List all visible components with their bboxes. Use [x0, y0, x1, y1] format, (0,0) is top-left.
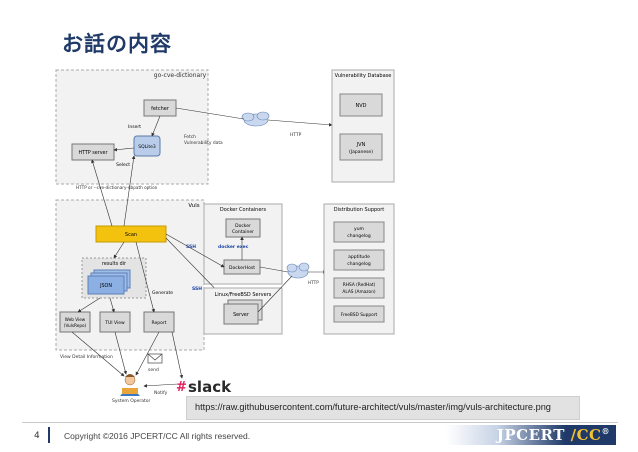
sqlite-label: SQLite3 [138, 144, 156, 150]
nvd-label: NVD [355, 103, 366, 109]
jvn-label-2: (Japanese) [349, 149, 373, 155]
fetcher-label: fetcher [151, 106, 170, 112]
internet-cloud-middle [286, 262, 310, 279]
select-label: Select [116, 162, 130, 168]
dist-item-2-line-1: apptitude [348, 254, 370, 260]
json-label: JSON [99, 283, 112, 289]
jpcert-logo: JPCERT /CC® [446, 425, 616, 445]
insert-label: Insert [128, 124, 141, 130]
go-cve-dictionary-group: go-cve-dictionary fetcher Insert SQLite3… [55, 69, 209, 185]
dist-item-1-line-2: changelog [347, 233, 371, 239]
dist-title: Distribution Support [334, 207, 385, 213]
web-view-label-1: Web View [65, 317, 86, 322]
dist-item-3-line-2: ALAS (Amazon) [342, 289, 376, 295]
email-icon [147, 353, 163, 364]
scan-label: Scan [125, 232, 137, 238]
system-operator-label: System Operator [112, 398, 151, 404]
fetch-label-1: Fetch [184, 134, 196, 140]
slack-mark: # [176, 380, 187, 395]
fetch-label-2: Vulnerability data [184, 140, 223, 146]
footer-divider [22, 422, 618, 423]
footer-separator [48, 427, 50, 443]
results-dir-label: results dir [102, 261, 126, 267]
internet-cloud-top [241, 111, 270, 127]
distribution-support-group: Distribution Support yum changelog appti… [323, 203, 395, 335]
ssh-label-2: SSH [192, 286, 202, 292]
http-label-middle: HTTP [308, 280, 319, 285]
report-label: Report [152, 320, 167, 326]
jpcert-logo-main: JPCERT [496, 426, 565, 444]
notify-label: Notify [154, 390, 168, 396]
docker-container-label-1: Docker [235, 223, 251, 229]
dist-item-2-line-2: changelog [347, 261, 371, 267]
page-title: お話の内容 [62, 32, 172, 56]
page-number: 4 [34, 431, 40, 441]
cve-dict-note: HTTP or --cve-dictionary-dbpath option [76, 185, 158, 190]
jpcert-logo-cc: CC [576, 426, 602, 444]
view-detail-label: View Detail Information [60, 354, 113, 360]
vuln-db-title: Vulnerability Database [335, 73, 392, 79]
linux-servers-group: Linux/FreeBSD Servers Server [203, 287, 283, 335]
ssh-label-1: SSH [186, 244, 196, 250]
dist-item-3-line-1: RHSA (RedHat) [343, 282, 376, 288]
slack-logo: # slack [176, 378, 232, 396]
vuls-title: Vuls [188, 203, 199, 209]
jpcert-logo-mark: ® [601, 426, 610, 436]
go-cve-title: go-cve-dictionary [154, 72, 207, 79]
server-label: Server [233, 312, 249, 318]
http-server-label: HTTP server [79, 150, 108, 156]
docker-exec-label: docker exec [218, 244, 249, 250]
linux-title: Linux/FreeBSD Servers [215, 292, 272, 298]
http-label-top: HTTP [290, 132, 302, 138]
send-label: send [148, 367, 159, 373]
slack-wordmark: slack [188, 378, 232, 396]
source-url-box: https://raw.githubusercontent.com/future… [186, 396, 580, 420]
web-view-label-2: (VulsRepo) [64, 323, 87, 328]
system-operator-icon [120, 374, 140, 396]
docker-container-label-2: Container [232, 229, 254, 235]
jvn-label-1: JVN [356, 142, 366, 148]
vuls-architecture-diagram: go-cve-dictionary fetcher Insert SQLite3… [55, 69, 395, 404]
vulnerability-database-group: Vulnerability Database NVD JVN (Japanese… [331, 69, 395, 183]
docker-title: Docker Containers [220, 207, 267, 213]
source-url: https://raw.githubusercontent.com/future… [195, 402, 551, 412]
docker-containers-group: Docker Containers Docker Container docke… [203, 203, 283, 285]
vuls-group: Vuls Scan results dir JSON Generate Web … [55, 155, 205, 351]
tui-view-label: TUI View [104, 320, 125, 326]
generate-label: Generate [152, 290, 173, 296]
dist-item-4-line-1: FreeBSD Support [341, 312, 378, 318]
dockerhost-label: DockerHost [229, 265, 255, 271]
copyright-text: Copyright ©2016 JPCERT/CC All rights res… [64, 431, 251, 441]
dist-item-1-line-1: yum [354, 227, 364, 232]
